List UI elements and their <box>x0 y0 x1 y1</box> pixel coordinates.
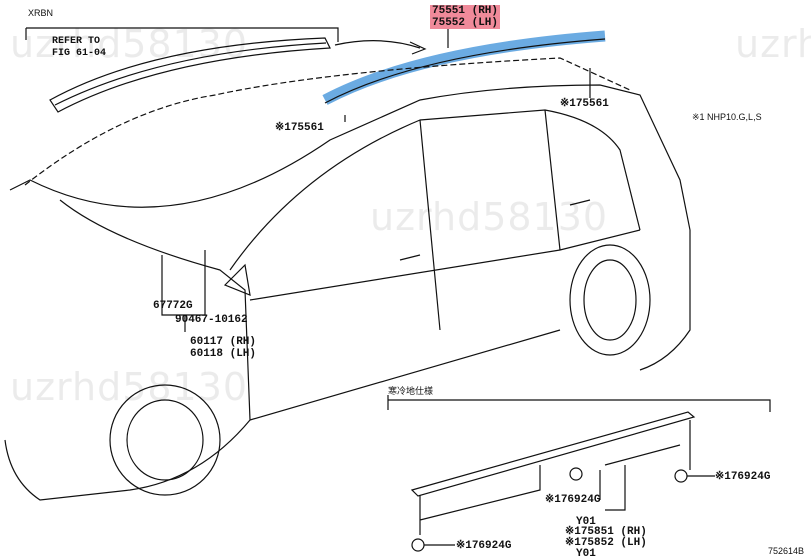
nut-76924g-left[interactable]: ※176924G <box>456 540 512 552</box>
model-note: ※1 NHP10.G,L,S <box>692 112 762 122</box>
refer-label: REFER TO <box>52 36 101 47</box>
part-75851[interactable]: ※175851 (RH) <box>565 526 647 538</box>
watermark: uzrhd58130 <box>735 22 811 66</box>
nut-76924g-mid[interactable]: ※176924G <box>545 494 601 506</box>
watermark: uzrhd58130 <box>370 195 609 239</box>
roof-rail <box>49 37 331 113</box>
part-75852[interactable]: ※175852 (LH) <box>565 537 647 549</box>
refer-fig-label: FIG 61-04 <box>52 48 107 59</box>
part-90467-10162[interactable]: 90467-10162 <box>175 314 248 326</box>
part-67772g[interactable]: 67772G <box>153 300 193 312</box>
xrbn-label: XRBN <box>28 8 54 18</box>
clip-75561-right[interactable]: ※175561 <box>560 98 609 110</box>
part-75552[interactable]: 75552 (LH) <box>430 17 501 29</box>
clip-75561-left[interactable]: ※175561 <box>275 122 324 134</box>
watermark: uzrhd58130 <box>10 22 249 66</box>
rocker-molding <box>410 411 696 497</box>
nut-76924g-right[interactable]: ※176924G <box>715 471 771 483</box>
part-75551[interactable]: 75551 (RH) <box>430 5 501 17</box>
watermark: uzrhd58130 <box>10 365 249 409</box>
part-60118[interactable]: 60118 (LH) <box>190 348 257 360</box>
color-y01: Y01 <box>576 516 596 528</box>
part-60117[interactable]: 60117 (RH) <box>190 336 257 348</box>
figure-number: 752614B <box>768 546 805 556</box>
roof-molding-highlight <box>322 30 606 105</box>
cold-spec-label: 寒冷地仕様 <box>388 386 434 396</box>
color-y01: Y01 <box>576 548 596 560</box>
